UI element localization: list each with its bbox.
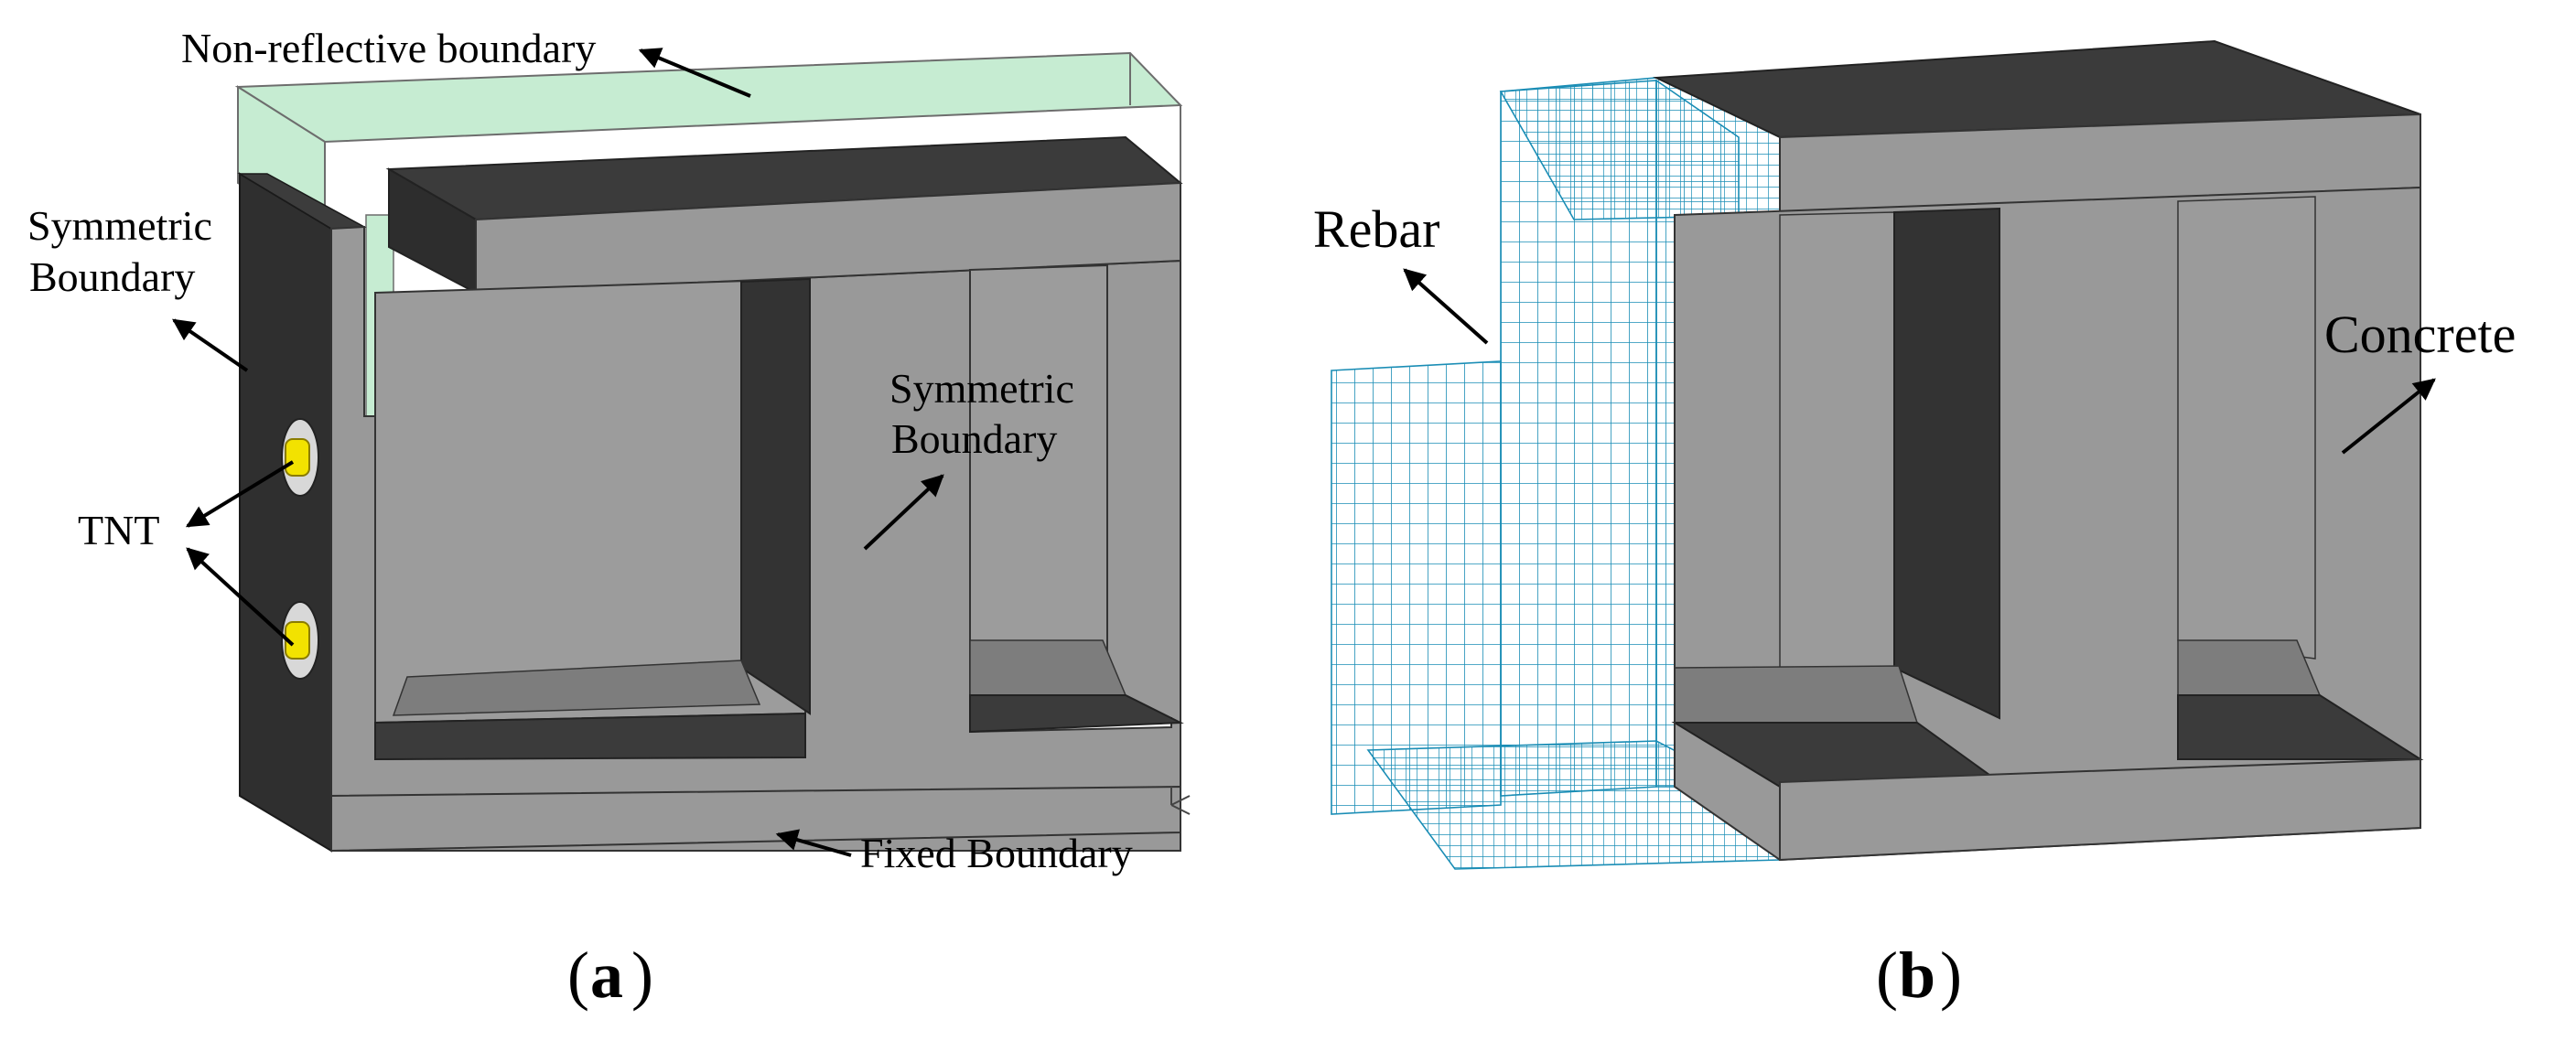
panel-a: Non-reflective boundary Symmetric Bounda… [27, 25, 1191, 1012]
axis-triad-icon [1170, 787, 1191, 815]
rebar-arrow [1403, 268, 1489, 345]
panel-b: Rebar Concrete ( b ) [1313, 39, 2516, 1012]
label-fixed-boundary: Fixed Boundary [860, 830, 1133, 876]
label-concrete: Concrete [2324, 305, 2516, 364]
svg-text:(: ( [1876, 939, 1898, 1012]
concrete-body-a [330, 135, 1184, 853]
caption-b: ( b ) [1876, 939, 1962, 1012]
label-non-reflective-boundary: Non-reflective boundary [181, 25, 596, 71]
svg-text:(: ( [567, 939, 589, 1012]
svg-text:): ) [631, 939, 653, 1012]
label-symmetric-mid-line2: Boundary [891, 415, 1057, 462]
label-symmetric-left-line2: Boundary [29, 253, 195, 300]
tnt-charges [281, 418, 319, 680]
symmetric-mid-arrow [863, 474, 944, 551]
tnt-charge-upper [285, 438, 310, 477]
symmetric-left-arrow [172, 318, 249, 372]
tnt-arrow-upper [185, 460, 295, 528]
svg-text:a: a [590, 939, 623, 1012]
concrete-body-b [1653, 39, 2424, 862]
label-symmetric-mid-line1: Symmetric [889, 365, 1074, 412]
non-reflective-arrow [638, 48, 751, 98]
label-tnt: TNT [78, 507, 159, 553]
label-symmetric-left-line1: Symmetric [27, 202, 212, 249]
svg-text:): ) [1940, 939, 1962, 1012]
fixed-boundary-arrow [775, 829, 852, 857]
svg-text:b: b [1899, 939, 1935, 1012]
tnt-arrow-lower [186, 547, 295, 647]
label-rebar: Rebar [1313, 199, 1440, 259]
concrete-arrow [2341, 378, 2436, 455]
caption-a: ( a ) [567, 939, 653, 1012]
